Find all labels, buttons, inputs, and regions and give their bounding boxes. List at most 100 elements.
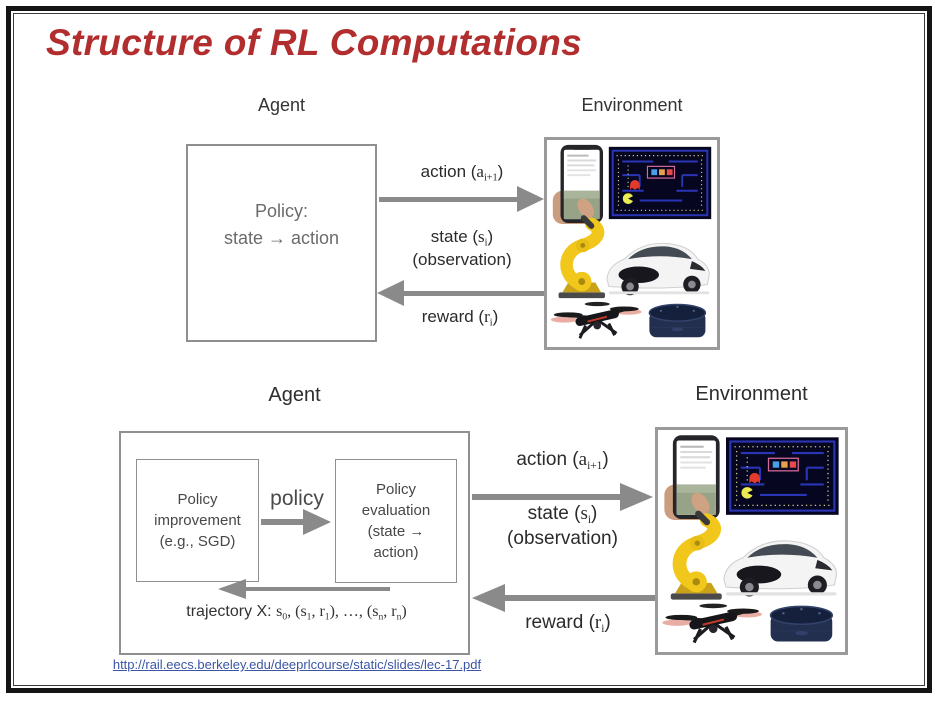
trajectory-math: ) — [401, 603, 407, 620]
environment-collage — [550, 144, 712, 339]
reward-label-close: ) — [492, 307, 499, 326]
bottom-reward-arrowhead-icon — [472, 584, 505, 612]
quadcopter-drone-image — [550, 301, 642, 339]
top-action-arrow-label: action (ai+1) — [380, 162, 544, 184]
state-line1: state (si) — [472, 503, 653, 528]
state-line2: (observation) — [507, 527, 618, 549]
top-agent-box: Policy: state → action — [186, 144, 377, 342]
bottom-action-arrow-line — [472, 494, 622, 500]
tesla-car-image — [606, 242, 710, 296]
top-environment-box — [544, 137, 720, 350]
action-label-close: ) — [497, 162, 504, 181]
state-label-close: ) — [487, 227, 494, 246]
trajectory-label: trajectory X: s0, (s1, r1), …, (sn, rn) — [131, 603, 462, 622]
slide-border-outer — [6, 6, 932, 693]
evaluation-line2: evaluation — [361, 502, 431, 519]
tesla-car-image — [723, 540, 838, 597]
reward-subscript: i — [489, 317, 493, 329]
top-environment-label: Environment — [581, 95, 683, 115]
bottom-environment-label: Environment — [695, 383, 808, 405]
environment-collage — [662, 435, 839, 644]
bottom-reward-arrow-line — [504, 595, 655, 601]
top-reward-arrow-line — [404, 291, 544, 296]
smartphone-in-hand-image — [552, 144, 604, 224]
action-subscript: i+1 — [483, 172, 498, 184]
slide-title: Structure of RL Computations — [46, 22, 582, 63]
top-state-label: state (si) (observation) — [380, 227, 544, 270]
trajectory-sub: 0 — [282, 611, 288, 623]
top-agent-label: Agent — [257, 95, 306, 115]
feedback-arrowhead-icon — [218, 579, 246, 599]
trajectory-math: ), …, (s — [329, 603, 379, 620]
top-action-arrow-line — [379, 197, 519, 202]
bottom-environment-box — [655, 427, 848, 655]
state-math-symbol: s — [580, 503, 588, 524]
reward-math-symbol: r — [484, 307, 490, 326]
trajectory-math: , r — [311, 603, 325, 620]
slide-border-inner — [13, 13, 925, 686]
action-math-symbol: a — [578, 449, 588, 470]
pacman-game-image — [608, 146, 712, 220]
bottom-agent-label: Agent — [268, 384, 321, 406]
action-math-symbol: a — [476, 162, 484, 181]
state-label-text: state ( — [527, 503, 581, 524]
trajectory-sub: 1 — [324, 611, 330, 623]
state-subscript: i — [484, 237, 488, 249]
state-math-symbol: s — [478, 227, 485, 246]
bottom-state-label: state (si) (observation) — [472, 503, 653, 550]
smartphone-in-hand-image — [664, 435, 720, 521]
policy-evaluation-text: Policy evaluation (state → action) — [362, 479, 430, 563]
feedback-arrow-line — [246, 587, 390, 591]
bottom-action-arrow-label: action (ai+1) — [472, 449, 653, 472]
top-policy-text: Policy: state → action — [188, 146, 375, 252]
improvement-line1: Policy — [177, 491, 218, 508]
policy-evaluation-box: Policy evaluation (state → action) — [335, 459, 457, 583]
evaluation-line4: action) — [373, 544, 419, 561]
top-action-arrowhead-icon — [517, 186, 544, 212]
amazon-echo-dot-image — [769, 605, 834, 642]
trajectory-math: , (s — [287, 603, 307, 620]
reward-label-text: reward ( — [525, 612, 595, 633]
top-reward-arrowhead-icon — [377, 280, 404, 306]
reward-math-symbol: r — [594, 612, 602, 633]
action-label-text: action ( — [516, 449, 579, 470]
reward-label-close: ) — [604, 612, 611, 633]
policy-line1: Policy: — [254, 201, 308, 221]
state-line1: state (si) — [380, 227, 544, 250]
pacman-game-image — [726, 437, 839, 515]
reward-label-text: reward ( — [421, 307, 485, 326]
robot-arm-image — [670, 510, 722, 600]
bottom-reward-arrow-label: reward (ri) — [480, 612, 656, 635]
policy-line2: state → action — [223, 228, 340, 248]
reward-subscript: i — [601, 622, 605, 635]
robot-arm-image — [558, 215, 605, 299]
policy-arrowhead-icon — [303, 509, 331, 535]
source-link[interactable]: http://rail.eecs.berkeley.edu/deeprlcour… — [112, 657, 482, 672]
policy-improvement-box: Policy improvement (e.g., SGD) — [136, 459, 259, 582]
amazon-echo-dot-image — [648, 303, 707, 338]
policy-arrow-line — [261, 519, 303, 525]
action-label-close: ) — [602, 449, 609, 470]
trajectory-math: , r — [383, 603, 397, 620]
evaluation-line3: (state → — [367, 523, 425, 540]
trajectory-sub: 1 — [306, 611, 312, 623]
action-label-text: action ( — [420, 162, 477, 181]
trajectory-prefix: trajectory X: — [186, 603, 277, 620]
state-subscript: i — [587, 513, 592, 526]
improvement-line2: improvement — [154, 512, 241, 529]
trajectory-math: s — [276, 603, 283, 620]
policy-improvement-text: Policy improvement (e.g., SGD) — [154, 489, 241, 552]
action-subscript: i+1 — [587, 459, 603, 472]
bottom-agent-box: Policy improvement (e.g., SGD) policy Po… — [119, 431, 470, 655]
quadcopter-drone-image — [662, 603, 763, 644]
trajectory-sub: n — [378, 611, 384, 623]
state-label-close: ) — [591, 503, 598, 524]
state-line2: (observation) — [412, 249, 512, 269]
trajectory-sub: n — [396, 611, 402, 623]
bottom-action-arrowhead-icon — [620, 483, 653, 511]
evaluation-line1: Policy — [375, 481, 416, 498]
top-reward-arrow-label: reward (ri) — [390, 307, 530, 329]
state-label-text: state ( — [430, 227, 479, 246]
policy-arrow-label: policy — [270, 487, 324, 510]
